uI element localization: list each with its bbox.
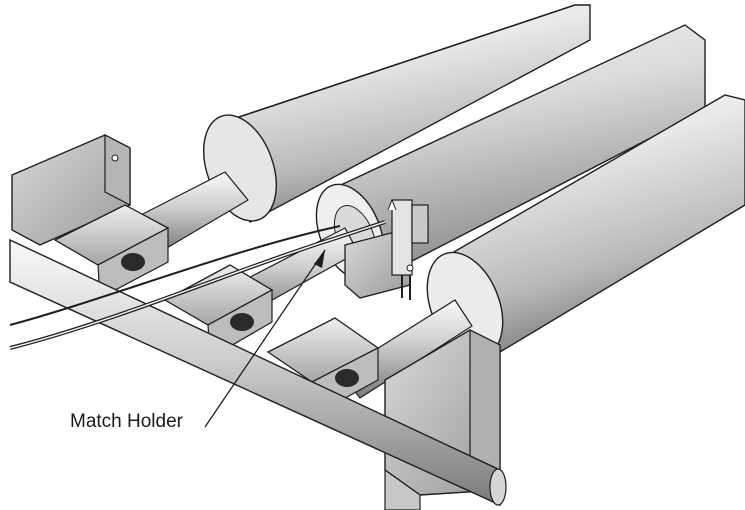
burner-tube-back	[134, 4, 591, 253]
match-holder-label: Match Holder	[70, 411, 183, 432]
igniter-wire	[9, 220, 386, 350]
match-holder	[344, 198, 429, 300]
gas-manifold-pipe	[9, 238, 507, 507]
callout-leader	[204, 249, 326, 428]
bracket-left	[53, 204, 170, 299]
